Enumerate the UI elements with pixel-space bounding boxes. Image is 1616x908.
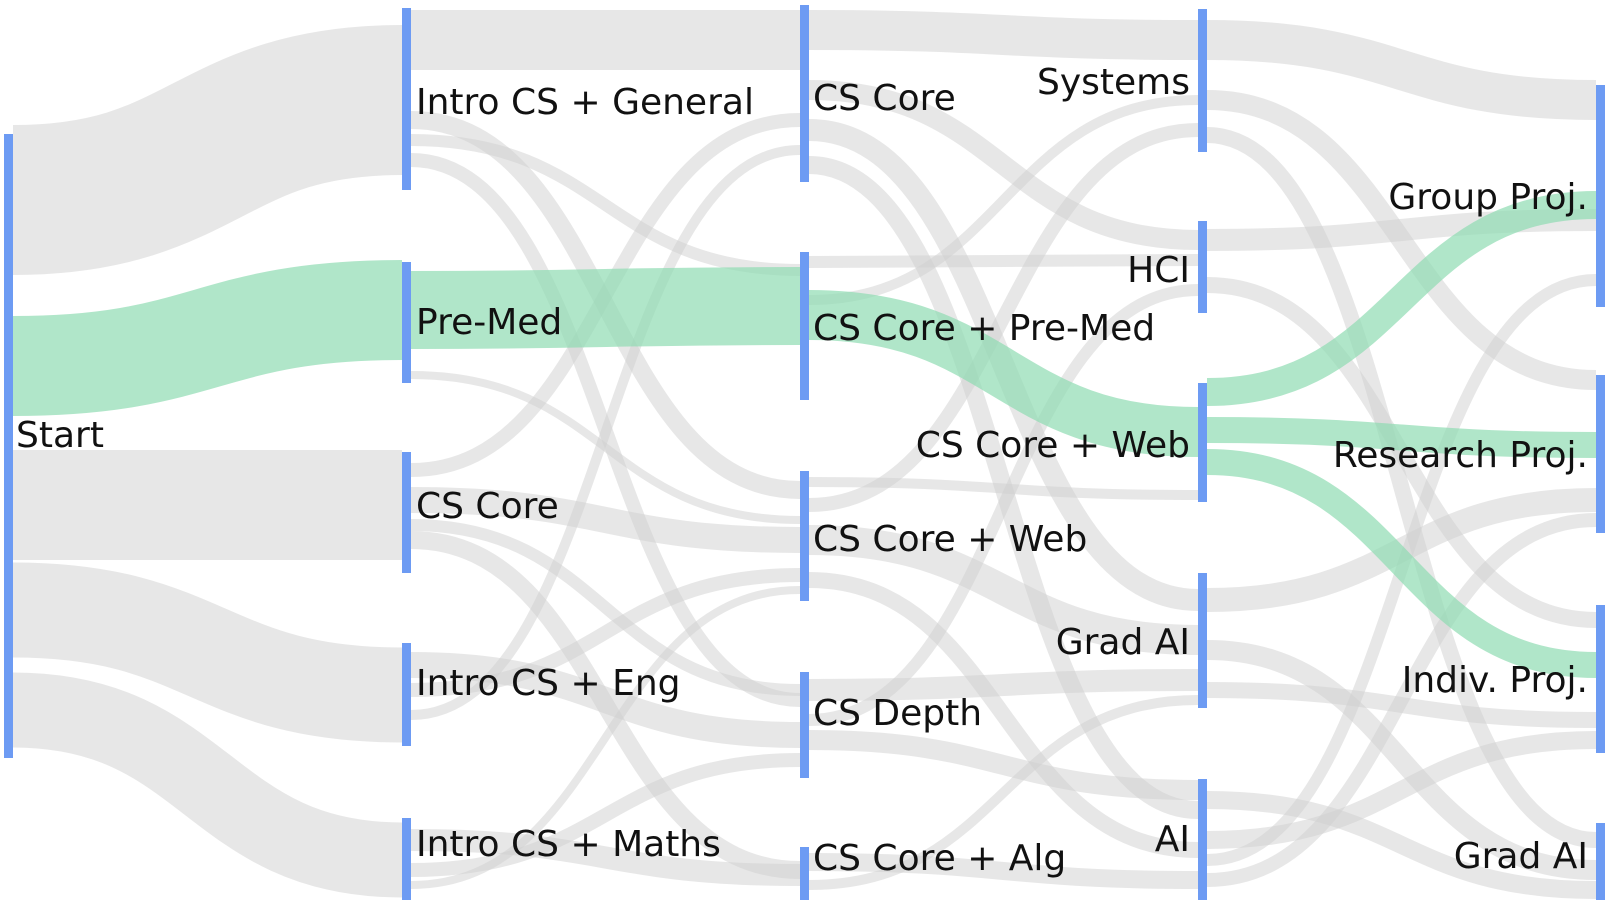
node-label-intro-cs-general: Intro CS + General	[416, 82, 754, 123]
link-c2-core-web-to-c3-ai	[808, 572, 1199, 858]
link-c3-hci-to-c4-indiv-proj	[1206, 277, 1597, 628]
highlight-link-c3-core-web-to-c4-research-proj	[1206, 417, 1597, 458]
node-bar-c1-intro-maths	[402, 818, 411, 900]
node-label-cs-core-col1: CS Core	[416, 486, 559, 527]
node-label-cs-core-web-col2: CS Core + Web	[813, 519, 1087, 560]
node-bar-c2-core-premed	[800, 252, 809, 400]
node-label-cs-depth: CS Depth	[813, 693, 982, 734]
node-bar-start	[4, 134, 13, 758]
node-bar-c3-hci	[1198, 221, 1207, 313]
node-label-research-proj: Research Proj.	[1333, 435, 1588, 476]
link-c2-core-alg-to-c3-grad-ai	[808, 695, 1199, 890]
node-label-indiv-proj: Indiv. Proj.	[1402, 660, 1588, 701]
link-c1-intro-maths-to-c2-cs-depth	[410, 753, 801, 877]
link-c2-core-premed-to-c3-systems	[808, 95, 1199, 305]
node-label-systems: Systems	[1037, 62, 1190, 103]
highlight-link-start-to-c1-pre-med	[12, 260, 403, 416]
node-label-group-proj: Group Proj.	[1388, 177, 1588, 218]
link-c1-intro-maths-to-c2-core-web	[410, 586, 801, 889]
node-bar-c4-indiv-proj	[1596, 605, 1605, 753]
link-c3-grad-ai-to-c4-grad-ai	[1206, 640, 1597, 880]
node-label-cs-core-col2: CS Core	[813, 78, 956, 119]
link-c1-intro-eng-to-c2-cs-depth	[410, 652, 801, 748]
link-c1-intro-general-to-c2-core-premed	[410, 134, 801, 276]
link-c1-intro-eng-to-c2-cs-core	[410, 145, 801, 720]
node-bar-c3-systems	[1198, 9, 1207, 152]
link-start-to-c1-intro-maths	[12, 672, 403, 898]
link-c1-cs-core-to-c2-core-web	[410, 487, 801, 553]
link-c1-cs-core-to-c2-cs-depth	[410, 519, 801, 696]
node-label-intro-cs-eng: Intro CS + Eng	[416, 663, 680, 704]
link-c3-ai-to-c4-grad-ai	[1206, 791, 1597, 899]
node-bar-c2-core-alg	[800, 847, 809, 900]
node-bar-c2-cs-depth	[800, 672, 809, 778]
node-label-cs-core-web-col3: CS Core + Web	[916, 425, 1190, 466]
link-start-to-c1-intro-general	[11, 25, 404, 275]
link-c2-core-web-to-c3-systems	[808, 123, 1199, 512]
highlight-link-c1-pre-med-to-c2-core-premed	[410, 267, 801, 349]
node-label-cs-core-pre-med: CS Core + Pre-Med	[813, 308, 1155, 349]
node-bar-c3-ai	[1198, 779, 1207, 900]
highlighted-links	[12, 191, 1597, 678]
node-bar-c1-cs-core	[402, 452, 411, 573]
node-label-pre-med: Pre-Med	[416, 302, 562, 343]
link-c2-core-web-to-c3-grad-ai	[808, 525, 1199, 655]
link-c2-core-alg-to-c3-ai	[808, 853, 1199, 889]
node-bar-c1-intro-eng	[402, 643, 411, 746]
node-bar-c1-intro-general	[402, 8, 411, 190]
node-bar-c2-core-web	[800, 471, 809, 601]
node-label-cs-core-alg: CS Core + Alg	[813, 838, 1066, 879]
node-label-intro-cs-maths: Intro CS + Maths	[416, 824, 721, 865]
node-label-start: Start	[16, 415, 104, 456]
link-c3-systems-to-c4-group-proj	[1206, 20, 1597, 120]
node-bar-c2-cs-core	[800, 5, 809, 182]
link-c2-cs-depth-to-c3-ai	[808, 730, 1199, 800]
node-label-grad-ai-col4: Grad AI	[1454, 836, 1588, 877]
link-c2-cs-core-to-c3-hci	[808, 80, 1199, 250]
link-start-to-c1-intro-eng	[12, 562, 403, 743]
node-bar-c4-research-proj	[1596, 375, 1605, 533]
node-labels: Start Intro CS + General Pre-Med CS Core…	[16, 62, 1588, 879]
node-bar-c3-grad-ai	[1198, 573, 1207, 708]
highlight-link-c2-core-premed-to-c3-core-web	[808, 290, 1199, 457]
node-bar-c4-group-proj	[1596, 85, 1605, 307]
node-bar-c1-pre-med	[402, 262, 411, 383]
link-c3-systems-to-c4-grad-ai	[1206, 127, 1597, 848]
link-c1-pre-med-to-c2-core-web	[410, 371, 801, 524]
node-label-hci: HCI	[1127, 250, 1190, 291]
node-label-ai: AI	[1155, 819, 1190, 860]
link-c2-cs-depth-to-c3-hci	[808, 284, 1199, 726]
link-c1-intro-maths-to-c2-core-alg	[410, 829, 801, 886]
link-c2-cs-core-to-c3-systems	[808, 10, 1199, 60]
node-bar-c3-core-web	[1198, 383, 1207, 502]
highlight-link-c3-core-web-to-c4-group-proj	[1206, 191, 1597, 406]
node-bar-c4-grad-ai	[1596, 823, 1605, 900]
link-c3-ai-to-c4-research-proj	[1206, 513, 1597, 887]
node-label-grad-ai-col3: Grad AI	[1056, 622, 1190, 663]
highlight-link-c3-core-web-to-c4-indiv-proj	[1206, 449, 1597, 678]
nodes	[4, 5, 1605, 900]
link-c2-core-premed-to-c3-hci	[808, 254, 1199, 268]
link-c2-cs-depth-to-c3-grad-ai	[808, 669, 1199, 701]
